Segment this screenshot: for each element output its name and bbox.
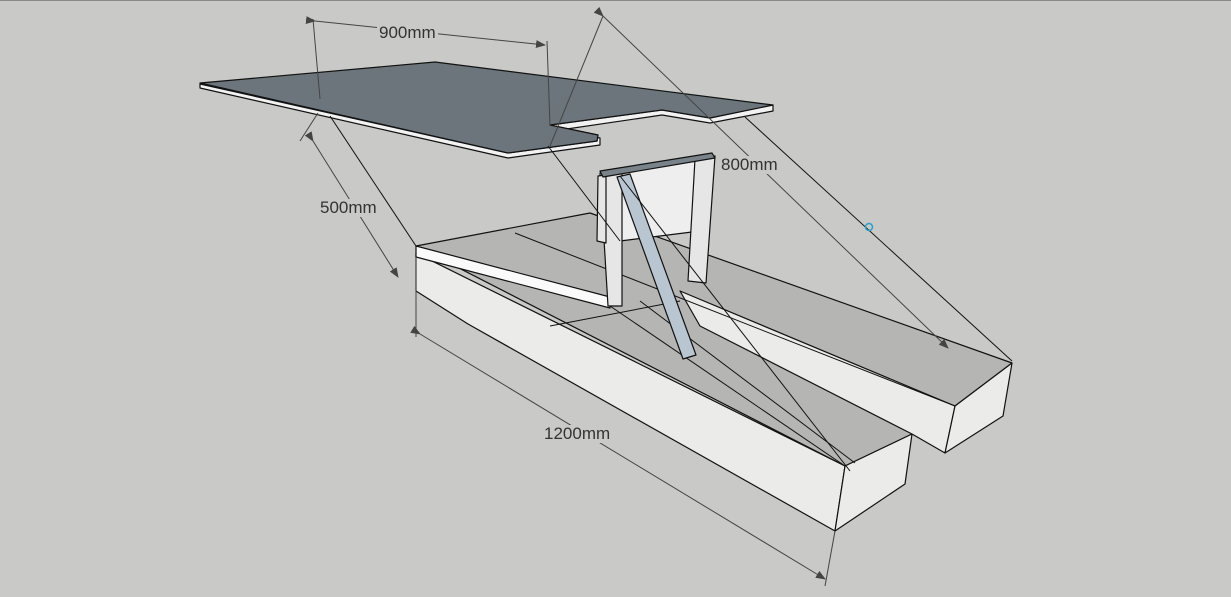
dimension-label-800[interactable]: 800mm (719, 155, 780, 174)
top-slab[interactable] (199, 61, 774, 159)
dimension-lines (299, 6, 949, 587)
inference-point-icon (864, 222, 874, 232)
dimension-label-900[interactable]: 900mm (377, 23, 438, 42)
left-post-back (596, 174, 607, 244)
right-box-end (944, 362, 1013, 454)
base-frame[interactable] (415, 212, 1013, 532)
dimension-label-500[interactable]: 500mm (318, 198, 379, 217)
dimension-label-1200[interactable]: 1200mm (542, 424, 613, 443)
left-box-end (834, 433, 913, 532)
